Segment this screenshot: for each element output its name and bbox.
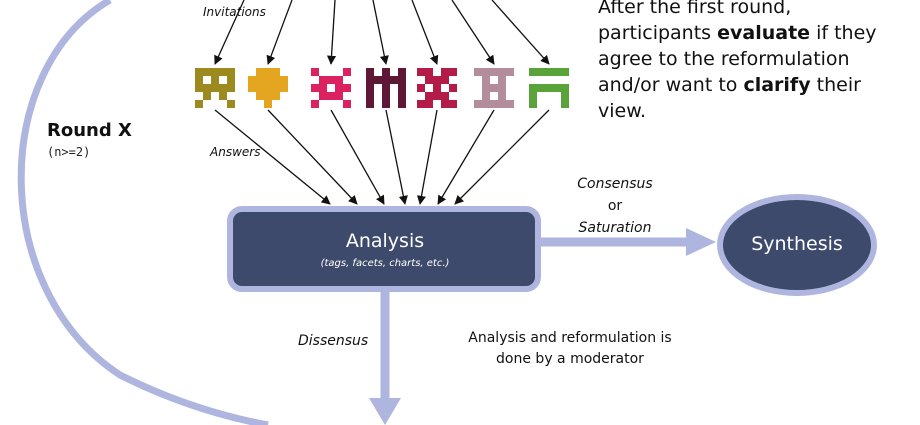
invader-icon-7: [529, 68, 569, 108]
invader-icon-4: [366, 68, 406, 108]
invitation-arrow: [266, 0, 293, 65]
invader-icon-5: [417, 68, 457, 108]
round-subtitle: (n>=2): [47, 145, 91, 159]
invader-icon-1: [195, 68, 235, 108]
process-note: After the first round, participants eval…: [598, 0, 908, 124]
answer-arrow: [437, 109, 495, 205]
synthesis-title: Synthesis: [751, 233, 843, 255]
invitation-arrow: [214, 0, 245, 65]
answer-arrow: [385, 109, 408, 205]
invader-icon-2: [248, 68, 288, 108]
consensus-arrow-head: [686, 228, 716, 256]
invader-icon-3: [311, 68, 351, 108]
answers-label: Answers: [210, 145, 261, 159]
dissensus-arrow-head: [369, 398, 401, 425]
dissensus-label: Dissensus: [298, 333, 369, 349]
note-line-1: After the first round,: [598, 0, 792, 18]
note-line-2: participants evaluate if they: [598, 22, 877, 44]
note-line-3: agree to the reformulation: [598, 48, 850, 70]
round-loop-arc: [17, 0, 269, 425]
answer-arrow: [214, 109, 331, 205]
answer-arrow: [330, 109, 385, 205]
answer-arrow: [454, 109, 550, 205]
answer-arrows: [214, 109, 550, 205]
moderator-note: Analysis and reformulation is done by a …: [468, 330, 672, 367]
saturation-label: Saturation: [578, 220, 652, 236]
analysis-box: [227, 206, 541, 292]
invitations-label: Invitations: [203, 5, 266, 19]
invitation-arrow: [326, 0, 337, 65]
invitation-arrows: [214, 0, 550, 65]
consensus-label: Consensus: [577, 176, 653, 192]
consensus-label-group: Consensus or Saturation: [560, 173, 670, 239]
clarify-keyword: clarify: [743, 74, 811, 96]
synthesis-ellipse: [717, 194, 877, 296]
round-title: Round X: [47, 120, 132, 141]
or-label: or: [607, 198, 623, 214]
invitation-arrow: [372, 0, 389, 65]
invitation-arrow: [411, 0, 439, 65]
invader-icon-6: [474, 68, 514, 108]
note-line-4: and/or want to clarify their: [598, 74, 861, 96]
evaluate-keyword: evaluate: [717, 22, 811, 44]
note-line-5: view.: [598, 100, 647, 122]
answer-arrow: [267, 109, 358, 205]
analysis-title: Analysis: [345, 230, 425, 252]
participants-row: [195, 68, 569, 108]
answer-arrow: [416, 109, 438, 205]
invitation-arrow: [451, 0, 495, 65]
analysis-subtitle: (tags, facets, charts, etc.): [320, 258, 450, 269]
invitation-arrow: [491, 0, 550, 65]
